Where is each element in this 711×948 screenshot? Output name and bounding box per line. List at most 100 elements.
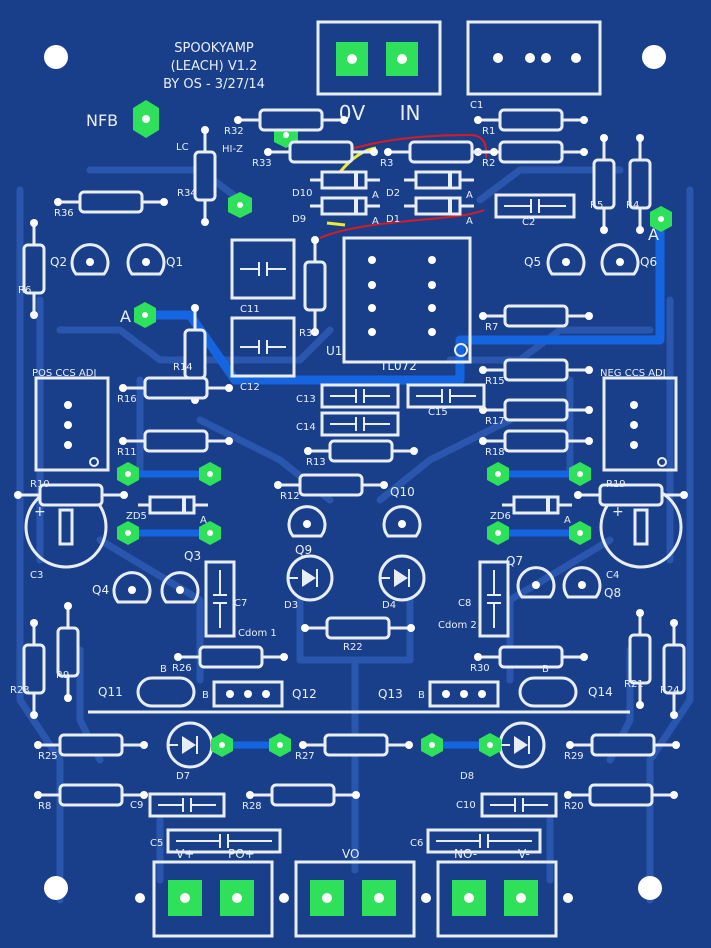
label-r34: R34 [177,188,197,199]
resistor-r18: R18 [479,429,593,458]
transistor-q9: Q9 [287,505,327,557]
label-vplus: V+ [176,847,194,861]
power-connectors: V+ PO+ VO NO- V- [135,847,573,938]
b-marker: B [160,664,167,675]
diode-d10: D10 A [292,170,380,201]
label-d7: D7 [176,771,190,782]
label-q5: Q5 [524,255,541,269]
a-marker: A [466,216,473,227]
capacitor-c14: C14 [296,411,400,437]
label-r21: R21 [624,679,644,690]
resistor-r15: R15 [479,358,593,387]
label-q6: Q6 [640,255,657,269]
yellow-annotation-small [326,221,346,227]
label-nominus: NO- [454,847,477,861]
u1-part: TL072 [379,359,417,373]
resistor-r2: R2 [474,140,588,169]
jumper-link [487,521,591,545]
jumper-link [117,521,221,545]
pos-ccs-trimmer: POS CCS ADJ [32,368,110,472]
resistor-r7: R7 [479,304,593,333]
resistor-r12: R12 [274,473,388,502]
a-marker: A [372,190,379,201]
resistor-r28: R28 [242,783,360,812]
label-r28: R28 [242,801,262,812]
capacitor-c10: C10 [456,792,558,818]
label-r7: R7 [485,322,498,333]
capacitor-c6: C6 [410,828,542,854]
label-c6: C6 [410,838,423,849]
lc-label: LC [176,142,189,153]
led-d4: D4 [378,554,426,611]
transistor-q8: Q8 [562,566,621,600]
resistor-r23: R23 [10,619,46,719]
label-d2: D2 [386,188,400,199]
resistor-r1: R1 [474,108,588,137]
label-c2: C2 [522,217,535,228]
label-q13: Q13 [378,687,403,701]
label-r19: R19 [606,479,626,490]
signal-trace-a [145,220,665,385]
label-d9: D9 [292,214,306,225]
label-r8: R8 [38,801,51,812]
resistor-r4: R4 [626,134,652,234]
mounting-hole [44,876,68,900]
resistor-r30: R30 [470,645,588,674]
label-r3: R3 [380,158,393,169]
red-annotation-bottom [319,209,485,239]
mounting-holes [44,45,666,900]
b-marker: B [542,664,549,675]
label-c5: C5 [150,838,163,849]
resistor-r10: R10 [14,479,128,507]
b-marker: B [202,690,209,701]
resistor-r27: R27 [295,733,413,762]
label-r27: R27 [295,751,315,762]
label-c13: C13 [296,394,316,405]
led-d3: D3 [284,554,334,611]
label-c14: C14 [296,422,316,433]
mounting-hole [638,876,662,900]
resistor-r19: R19 [574,479,688,507]
transistor-q1: Q1 [126,243,183,276]
title-line-2: (LEACH) V1.2 [171,59,258,74]
label-d10: D10 [292,188,312,199]
c1-label: C1 [470,100,483,111]
label-r22: R22 [343,642,363,653]
opamp-u1: U1 TL072 [326,236,472,373]
label-vo: VO [342,847,359,861]
resistor-r24: R24 [660,619,686,719]
label-r25: R25 [38,751,58,762]
neg-ccs-label: NEG CCS ADJ [600,368,666,379]
resistor-r11: R11 [117,429,233,458]
label-q11: Q11 [98,685,123,699]
label-r14: R14 [173,362,193,373]
a-marker-right: A [648,225,659,244]
component-layer: R1R2R3R4R5R6R7R8R9R10R11R12R13R14R15R16R… [10,108,688,854]
label-q7: Q7 [506,554,523,568]
label-r23: R23 [10,685,30,696]
label-r26: R26 [172,663,192,674]
label-q10: Q10 [390,485,415,499]
capacitor-c7: C7 [204,560,247,638]
label-c8: C8 [458,598,471,609]
label-r6: R6 [18,285,31,296]
transistor-q11: Q11 B [98,664,196,708]
resistor-r20: R20 [564,783,678,812]
red-annotation-top [347,133,488,159]
label-vminus: V- [518,847,530,861]
label-r4: R4 [626,200,639,211]
label-r24: R24 [660,685,680,696]
cdom1-label: Cdom 1 [238,628,277,639]
jumper-link [487,462,591,486]
title-line-1: SPOOKYAMP [174,41,254,56]
label-q8: Q8 [604,586,621,600]
jumper-link [421,733,501,757]
resistor-r6: R6 [18,219,46,319]
resistor-r21: R21 [624,609,652,709]
label-r12: R12 [280,491,300,502]
mounting-hole [642,45,666,69]
title-line-3: BY OS - 3/27/14 [163,77,265,92]
transistor-q3: Q3 [160,549,201,604]
label-c9: C9 [130,800,143,811]
